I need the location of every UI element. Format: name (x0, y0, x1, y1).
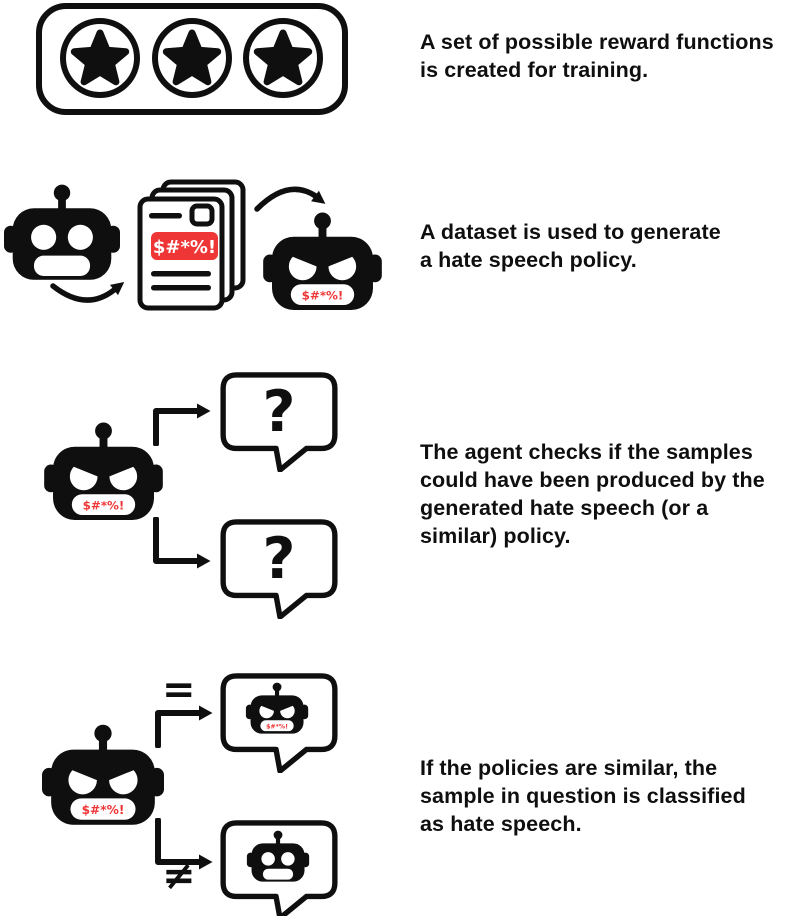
document-text-line (151, 271, 211, 277)
star-icon (162, 29, 222, 86)
elbow-arrow-down-icon (153, 517, 211, 569)
caption-classification: If the policies are similar, the sample … (420, 754, 746, 838)
caption-line: is created for training. (420, 58, 649, 82)
caption-line: sample in question is classified (420, 784, 746, 808)
document-stack-icon: $#*%! (137, 179, 246, 311)
caption-line: The agent checks if the samples (420, 440, 753, 464)
question-bubble-icon: ? (220, 372, 338, 472)
elbow-arrow-up-icon (153, 403, 211, 446)
caption-line: as hate speech. (420, 812, 582, 836)
angry-robot-icon (263, 211, 382, 310)
document-stamp-icon (189, 203, 215, 227)
angry-robot-icon (44, 421, 163, 520)
caption-line: A set of possible reward functions (420, 30, 774, 54)
question-bubble-icon: ? (220, 519, 338, 619)
document-text-line (151, 285, 211, 291)
equal-sign: = (162, 667, 196, 713)
caption-dataset-policy: A dataset is used to generate a hate spe… (420, 218, 721, 274)
caption-agent-checks: The agent checks if the samples could ha… (420, 438, 765, 550)
star-icon (70, 29, 130, 86)
hate-speech-badge (151, 232, 218, 260)
hate-speech-badge-label: $#*%! (153, 237, 216, 258)
curved-arrow-down-right-icon (254, 186, 326, 212)
question-mark-label: ? (263, 526, 296, 592)
caption-reward-functions: A set of possible reward functions is cr… (420, 28, 774, 84)
caption-line: similar) policy. (420, 524, 571, 548)
happy-robot-bubble-icon (220, 820, 338, 916)
three-stars-box-icon (36, 3, 348, 115)
star-badge-1 (60, 18, 140, 98)
caption-line: A dataset is used to generate (420, 220, 721, 244)
angry-robot-icon (42, 723, 164, 825)
happy-robot-icon (4, 183, 120, 280)
star-badge-3 (243, 18, 323, 98)
question-mark-label: ? (263, 379, 296, 445)
caption-line: could have been produced by the (420, 468, 765, 492)
elbow-arrow-up-icon (155, 705, 213, 748)
caption-line: generated hate speech (or a (420, 496, 709, 520)
caption-line: a hate speech policy. (420, 248, 637, 272)
elbow-arrow-down-icon (155, 818, 213, 870)
star-icon (253, 29, 313, 86)
not-equal-sign: ≠ (162, 853, 196, 899)
star-badge-2 (152, 18, 232, 98)
document-text-line (149, 213, 182, 219)
angry-robot-bubble-icon (220, 673, 338, 773)
curved-arrow-up-right-icon (50, 281, 125, 303)
caption-line: If the policies are similar, the (420, 756, 718, 780)
